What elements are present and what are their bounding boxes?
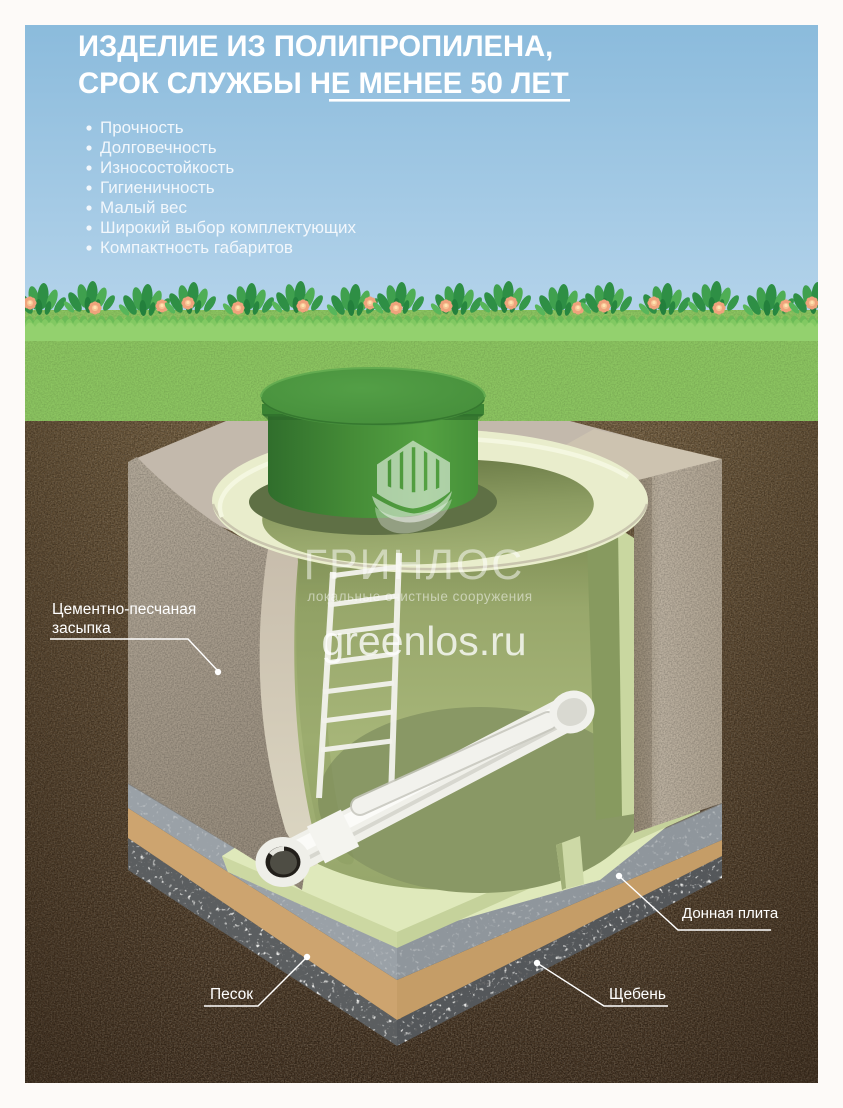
svg-text:Песок: Песок <box>210 986 253 1003</box>
svg-text:Износостойкость: Износостойкость <box>100 158 234 177</box>
svg-text:Широкий выбор комплектующих: Широкий выбор комплектующих <box>100 218 356 237</box>
svg-text:СРОК СЛУЖБЫ НЕ МЕНЕЕ 50 ЛЕТ: СРОК СЛУЖБЫ НЕ МЕНЕЕ 50 ЛЕТ <box>78 68 569 100</box>
svg-text:Донная плита: Донная плита <box>682 905 779 922</box>
svg-text:greenlos.ru: greenlos.ru <box>321 618 526 664</box>
svg-text:Долговечность: Долговечность <box>100 138 217 157</box>
svg-text:засыпка: засыпка <box>52 620 111 637</box>
svg-text:Малый вес: Малый вес <box>100 198 187 217</box>
svg-text:Компактность габаритов: Компактность габаритов <box>100 238 293 257</box>
svg-text:Цементно-песчаная: Цементно-песчаная <box>52 601 196 618</box>
svg-text:Щебень: Щебень <box>609 986 666 1003</box>
svg-text:локальные очистные сооружения: локальные очистные сооружения <box>307 589 532 604</box>
svg-text:ИЗДЕЛИЕ ИЗ ПОЛИПРОПИЛЕНА,: ИЗДЕЛИЕ ИЗ ПОЛИПРОПИЛЕНА, <box>78 31 553 63</box>
svg-text:Прочность: Прочность <box>100 118 184 137</box>
svg-text:Гигиеничность: Гигиеничность <box>100 178 215 197</box>
svg-text:ГРИНЛОС: ГРИНЛОС <box>304 541 525 589</box>
